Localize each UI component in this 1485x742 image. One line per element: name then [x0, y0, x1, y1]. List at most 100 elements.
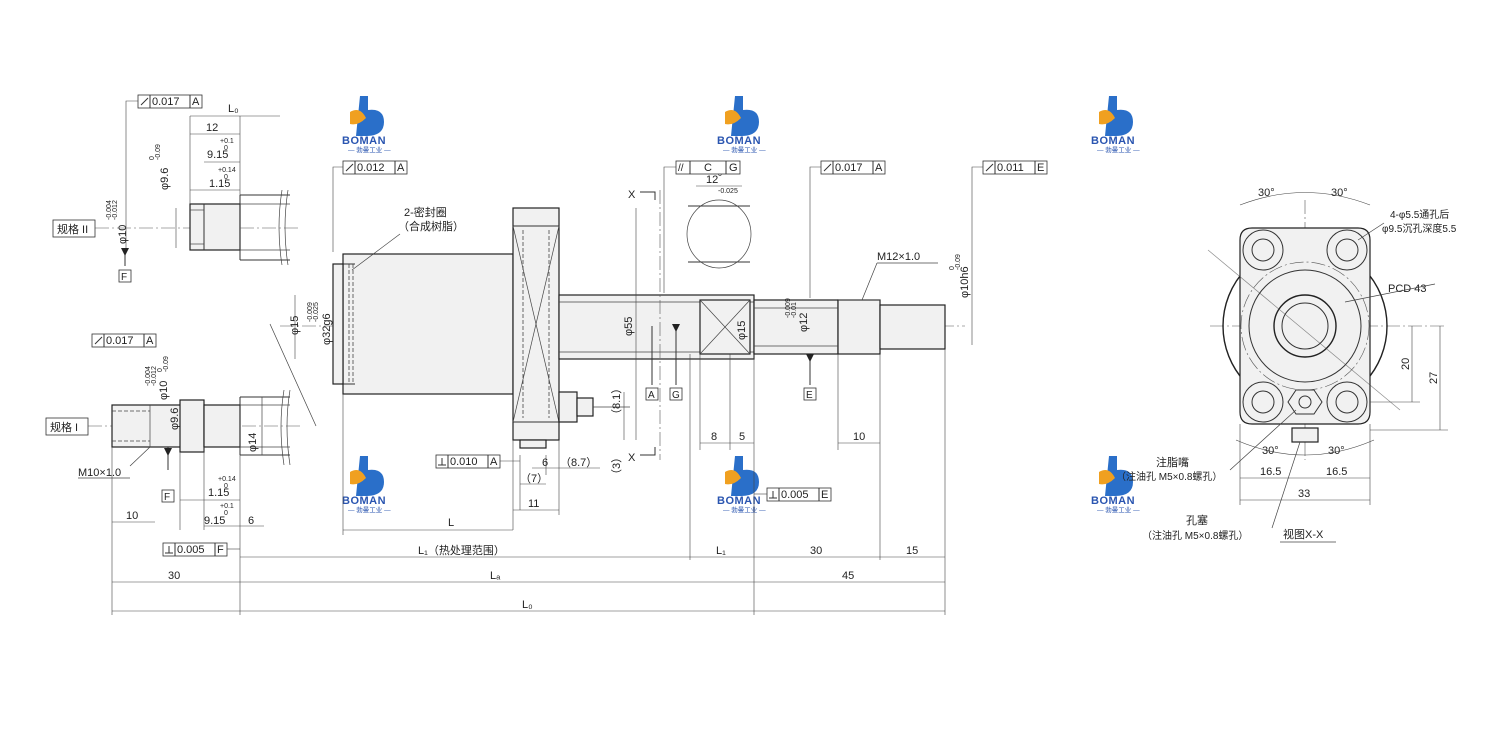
boman-logo: BOMAN — 勃曼工业 — — [717, 456, 766, 514]
boman-logo: BOMAN — 勃曼工业 — — [342, 96, 391, 154]
logo-subtitle: — 勃曼工业 — — [1097, 145, 1140, 154]
angle-30-top-right: 30° — [1331, 187, 1348, 199]
tol-datum: A — [146, 335, 154, 347]
boman-logo: BOMAN — 勃曼工业 — — [342, 456, 391, 514]
cut-x-top: X — [628, 189, 636, 201]
holes-note-2: φ9.5沉孔深度5.5 — [1382, 222, 1457, 235]
logo-subtitle: — 勃曼工业 — — [348, 505, 391, 514]
seal-label: 2-密封圈 — [404, 205, 447, 219]
tol-value: 0.017 — [835, 162, 863, 174]
tol-zero: 0 — [224, 510, 228, 517]
plug-hole-label: （注油孔 M5×0.8螺孔） — [1142, 529, 1248, 542]
datum-f-tag: F — [121, 272, 127, 283]
tol-minus0012: -0.012 — [151, 366, 158, 386]
dim-9-15-bottom: 9.15 — [204, 515, 225, 527]
spec1-detail: 0.017 A 规格 I φ9.6 0 -0.09 φ10 -0.004 -0.… — [45, 323, 317, 615]
tol-datum: E — [821, 489, 828, 501]
logo-brand: BOMAN — [342, 135, 386, 147]
logo-subtitle: — 勃曼工业 — — [348, 145, 391, 154]
main-assembly: 0.012 A 2-密封圈 （合成树脂） — [112, 160, 1048, 615]
tol-frame-runout-a2: 0.012 A — [342, 160, 408, 175]
tol-value: 0.011 — [997, 162, 1024, 174]
dim-L1: L₁ — [716, 545, 726, 557]
tol-zero: 0 — [718, 171, 722, 178]
dim-L1-heat: L₁（热处理范围） — [418, 543, 505, 557]
tol-value: 0.005 — [781, 489, 809, 501]
dim-phi10-bottom: φ10 — [158, 381, 170, 400]
tol-symbol: // — [678, 163, 684, 174]
dim-30-left: 30 — [168, 570, 180, 582]
dim-3: （3） — [610, 452, 623, 480]
tol-datum-c: C — [704, 162, 712, 174]
dim-15: 15 — [906, 545, 918, 557]
dim-L: L — [448, 517, 454, 529]
dim-20: 20 — [1400, 358, 1412, 370]
dim-phi10h6: φ10h6 — [959, 266, 971, 298]
dim-33: 33 — [1298, 488, 1310, 500]
datum-g-tag: G — [672, 390, 680, 401]
grease-hole-label: （注油孔 M5×0.8螺孔） — [1116, 470, 1222, 483]
plug-label: 孔塞 — [1186, 513, 1208, 527]
tol-datum: A — [397, 162, 405, 174]
thread-m12: M12×1.0 — [877, 251, 920, 263]
logo-brand: BOMAN — [1091, 495, 1135, 507]
dim-12-cut: 12 — [706, 174, 718, 186]
dim-phi10-top: φ10 — [117, 225, 129, 244]
tol-value: 0.012 — [357, 162, 385, 174]
dim-phi9-6-bottom: φ9.6 — [169, 408, 181, 430]
dim-L0: L₀ — [522, 599, 533, 611]
dim-phi32g6: φ32g6 — [321, 313, 333, 345]
tol-frame-parallel-cg: // C G — [675, 160, 741, 175]
angle-30-top-left: 30° — [1258, 187, 1275, 199]
logo-brand: BOMAN — [342, 495, 386, 507]
tol-zero: 0 — [149, 156, 156, 160]
datum-e-tag: E — [806, 390, 813, 401]
tol-minus0009: -0.009 — [307, 302, 314, 322]
dim-7: （7） — [520, 472, 548, 485]
spec1-label: 规格 I — [50, 420, 78, 434]
logo-brand: BOMAN — [717, 135, 761, 147]
dim-11: 11 — [528, 498, 539, 510]
datum-f-tag: F — [164, 492, 170, 503]
logo-subtitle: — 勃曼工业 — — [723, 505, 766, 514]
bolt-hole — [1326, 381, 1368, 423]
dim-5: 5 — [739, 431, 745, 443]
tol-datum: F — [217, 544, 224, 556]
bolt-hole — [1326, 229, 1368, 271]
dim-1-15-bottom: 1.15 — [208, 487, 229, 499]
tol-frame-perp-f: 0.005 F — [162, 542, 228, 557]
dim-6-nut: 6 — [542, 457, 548, 469]
tol-datum: A — [875, 162, 883, 174]
dim-30-right: 30 — [810, 545, 822, 557]
seal-material: （合成树脂） — [398, 219, 464, 233]
dim-16-5-left: 16.5 — [1260, 466, 1281, 478]
tol-datum: E — [1037, 162, 1044, 174]
tol-plus014: +0.14 — [218, 167, 236, 174]
boman-logo: BOMAN — 勃曼工业 — — [1091, 96, 1140, 154]
holes-note-1: 4-φ5.5通孔后 — [1390, 209, 1449, 221]
tol-value: 0.017 — [152, 96, 180, 108]
dim-8-7: （8.7） — [560, 456, 597, 469]
tol-minus0025b: -0.025 — [313, 302, 320, 322]
dim-phi12: φ12 — [798, 313, 810, 332]
tol-datum-g: G — [729, 162, 738, 174]
dim-phi15-right: φ15 — [736, 321, 748, 340]
logo-brand: BOMAN — [1091, 135, 1135, 147]
tol-minus002: -0.009 — [785, 298, 792, 318]
tol-zero: 0 — [224, 145, 228, 152]
tol-frame-runout-e: 0.011 E — [982, 160, 1048, 175]
dim-l0-top: L₀ — [228, 103, 239, 115]
dim-16-5-right: 16.5 — [1326, 466, 1347, 478]
dim-27: 27 — [1428, 372, 1440, 384]
tol-plus01: +0.1 — [220, 503, 234, 510]
angle-30-bottom-right: 30° — [1328, 445, 1345, 457]
tol-frame-perp-a: 0.010 A — [435, 454, 501, 469]
tol-plus014: +0.14 — [218, 476, 236, 483]
tol-minus009: -0.09 — [155, 144, 162, 160]
logo-subtitle: — 勃曼工业 — — [723, 145, 766, 154]
tol-minus0012: -0.012 — [112, 200, 119, 220]
view-x-x: 30° 30° 30° 30° 4-φ5.5通孔后 φ9.5沉孔深度5.5 PC… — [1116, 187, 1457, 543]
spec2-label: 规格 II — [57, 222, 88, 236]
dim-phi15-left: φ15 — [289, 316, 301, 335]
